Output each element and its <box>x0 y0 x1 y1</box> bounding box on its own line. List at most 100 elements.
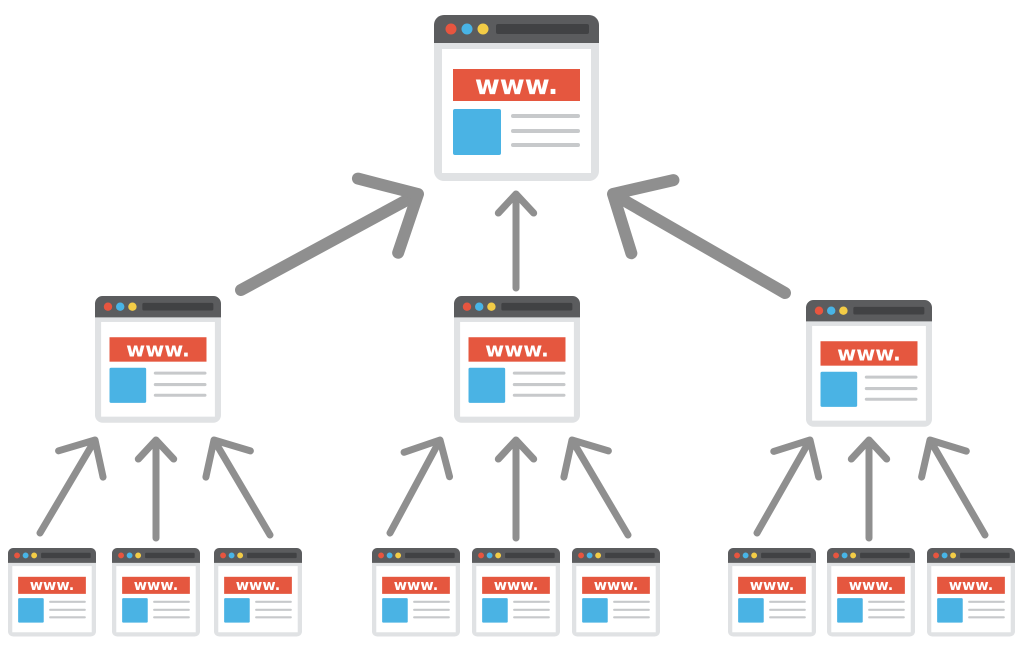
address-bar <box>142 302 214 311</box>
url-label: www. <box>949 578 993 594</box>
address-bar <box>505 552 555 559</box>
text-line-1 <box>512 371 566 375</box>
arrow-head <box>494 436 538 463</box>
arrow-head <box>560 436 612 481</box>
address-bar <box>501 302 573 311</box>
text-line-3 <box>413 616 450 619</box>
text-line-3 <box>868 616 905 619</box>
arrow-shaft <box>235 189 421 296</box>
address-bar <box>41 552 91 559</box>
close-dot-icon <box>445 23 457 35</box>
text-line-1 <box>968 600 1005 603</box>
arrow-head <box>55 436 107 481</box>
browser-window-leaf-1: www. <box>8 548 96 637</box>
arrow-leaf-8-to-mid-right <box>847 436 891 542</box>
arrow-leaf-9-to-mid-right <box>918 436 989 539</box>
minimize-dot-icon <box>475 302 484 311</box>
minimize-dot-icon <box>586 552 593 559</box>
address-bar <box>145 552 195 559</box>
text-line-2 <box>868 608 905 611</box>
text-line-2 <box>511 129 580 133</box>
arrow-leaf-1-to-mid-left <box>36 436 107 537</box>
text-line-3 <box>153 616 190 619</box>
image-placeholder-icon <box>382 598 408 623</box>
address-bar <box>853 306 925 315</box>
text-line-3 <box>512 393 566 397</box>
text-line-3 <box>511 143 580 147</box>
maximize-dot-icon <box>135 552 142 559</box>
minimize-dot-icon <box>22 552 29 559</box>
text-line-1 <box>613 600 650 603</box>
maximize-dot-icon <box>850 552 857 559</box>
nodes-layer: www. www. www. www. www. www. www. www. www. www.… <box>8 15 1015 637</box>
arrow-head <box>134 436 178 463</box>
close-dot-icon <box>220 552 226 559</box>
text-line-1 <box>513 600 550 603</box>
browser-window-leaf-5: www. <box>472 548 560 637</box>
arrow-head <box>607 174 680 260</box>
arrow-shaft <box>753 438 813 537</box>
image-placeholder-icon <box>468 367 506 403</box>
url-banner <box>738 576 806 594</box>
browser-window-leaf-9: www. <box>927 548 1015 637</box>
close-dot-icon <box>103 302 113 311</box>
url-banner <box>937 576 1005 594</box>
arrow-leaf-2-to-mid-left <box>134 436 178 542</box>
text-line-1 <box>769 600 806 603</box>
maximize-dot-icon <box>595 552 602 559</box>
image-placeholder-icon <box>820 371 858 407</box>
url-banner <box>224 576 292 594</box>
browser-window-leaf-7: www. <box>728 548 816 637</box>
maximize-dot-icon <box>31 552 38 559</box>
text-line-1 <box>413 600 450 603</box>
address-bar <box>605 552 655 559</box>
text-line-1 <box>153 371 207 375</box>
url-label: www. <box>394 578 438 594</box>
image-placeholder-icon <box>224 598 250 623</box>
maximize-dot-icon <box>495 552 502 559</box>
text-line-1 <box>868 600 905 603</box>
url-banner <box>453 69 580 101</box>
url-label: www. <box>126 337 190 361</box>
close-dot-icon <box>118 552 124 559</box>
arrow-head <box>918 436 970 481</box>
close-dot-icon <box>462 302 472 311</box>
address-bar <box>496 24 589 34</box>
url-banner <box>468 337 566 362</box>
text-line-3 <box>968 616 1005 619</box>
url-banner <box>820 341 918 366</box>
image-placeholder-icon <box>18 598 44 623</box>
text-line-2 <box>512 383 566 387</box>
text-line-3 <box>613 616 650 619</box>
address-bar <box>405 552 455 559</box>
url-label: www. <box>594 578 638 594</box>
url-label: www. <box>475 70 558 101</box>
browser-window-leaf-3: www. <box>214 548 302 637</box>
address-bar <box>860 552 910 559</box>
arrow-leaf-7-to-mid-right <box>753 436 823 537</box>
arrow-leaf-3-to-mid-left <box>202 436 274 539</box>
close-dot-icon <box>478 552 484 559</box>
arrow-leaf-4-to-mid-center <box>386 436 454 537</box>
text-line-2 <box>968 608 1005 611</box>
maximize-dot-icon <box>950 552 957 559</box>
arrow-shaft <box>36 438 98 537</box>
text-line-1 <box>153 600 190 603</box>
image-placeholder-icon <box>122 598 148 623</box>
text-line-2 <box>613 608 650 611</box>
browser-window-mid-left: www. <box>95 296 221 423</box>
text-line-2 <box>413 608 450 611</box>
url-label: www. <box>134 578 178 594</box>
browser-window-leaf-6: www. <box>572 548 660 637</box>
text-line-1 <box>511 114 580 118</box>
address-bar <box>247 552 297 559</box>
close-dot-icon <box>933 552 939 559</box>
arrow-shaft <box>569 438 632 539</box>
text-line-2 <box>153 383 207 387</box>
minimize-dot-icon <box>486 552 493 559</box>
browser-window-leaf-4: www. <box>372 548 460 637</box>
text-line-2 <box>255 608 292 611</box>
minimize-dot-icon <box>827 306 836 315</box>
close-dot-icon <box>578 552 584 559</box>
text-line-3 <box>153 393 207 397</box>
